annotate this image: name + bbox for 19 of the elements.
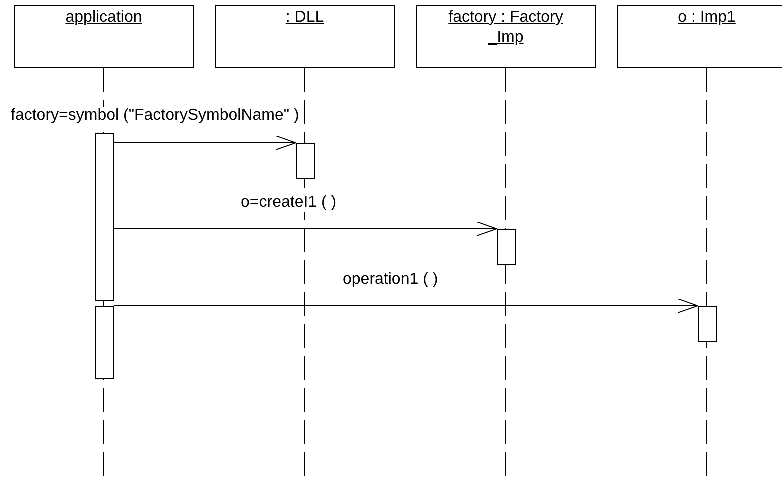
activation-bar bbox=[698, 306, 717, 342]
message-arrow bbox=[114, 222, 498, 236]
activation-bar bbox=[95, 306, 114, 379]
object-name: application bbox=[66, 9, 142, 26]
object-name: o : Imp1 bbox=[678, 9, 736, 26]
message-label: operation1 ( ) bbox=[342, 271, 440, 289]
message-arrow bbox=[114, 298, 698, 314]
object-box bbox=[416, 5, 596, 68]
object-name: factory : Factory _Imp bbox=[448, 9, 564, 46]
object-box bbox=[215, 5, 395, 68]
object-box bbox=[617, 5, 782, 68]
activation-bar bbox=[95, 133, 114, 301]
message-arrow bbox=[114, 136, 296, 150]
message-label: o=createI1 ( ) bbox=[240, 194, 338, 212]
object-name: : DLL bbox=[286, 9, 324, 26]
activation-bar bbox=[497, 229, 516, 265]
message-label: factory=symbol ("FactorySymbolName" ) bbox=[10, 107, 300, 125]
object-box bbox=[14, 5, 194, 68]
activation-bar bbox=[296, 143, 315, 179]
